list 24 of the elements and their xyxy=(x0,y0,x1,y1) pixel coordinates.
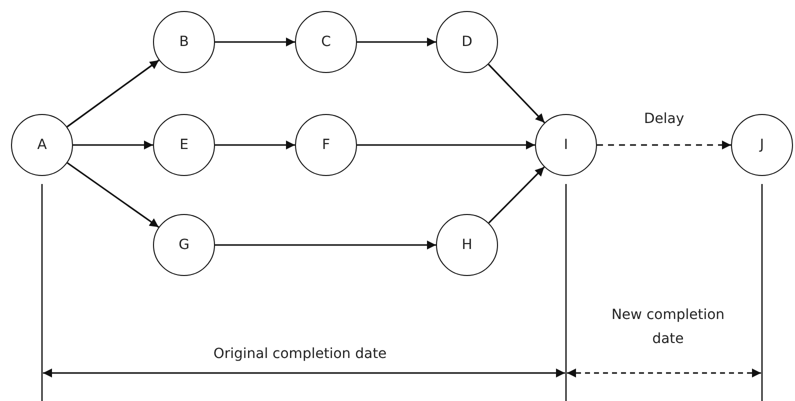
node-label: H xyxy=(462,237,472,253)
node-label: C xyxy=(321,34,331,50)
dimension-label: New completion date xyxy=(610,306,726,349)
circle-node xyxy=(535,114,597,176)
arrow xyxy=(215,240,436,250)
arrow xyxy=(66,60,160,128)
arrow xyxy=(357,140,535,150)
node-label: B xyxy=(179,34,189,50)
arrow xyxy=(488,64,546,124)
node-label: E xyxy=(180,137,188,153)
arrow xyxy=(597,140,731,150)
node-label: D xyxy=(462,34,472,50)
dimension-label: Original completion date xyxy=(212,345,388,364)
node-label: I xyxy=(564,137,568,153)
arrow xyxy=(215,140,295,150)
arrow xyxy=(488,166,545,224)
node-label: G xyxy=(178,237,190,253)
node-label: F xyxy=(322,137,330,153)
node-label: J xyxy=(760,137,764,153)
arrow xyxy=(215,38,295,46)
arrow xyxy=(357,38,436,46)
arrow xyxy=(66,162,160,228)
node-label: A xyxy=(37,137,47,153)
arrow xyxy=(73,140,153,150)
